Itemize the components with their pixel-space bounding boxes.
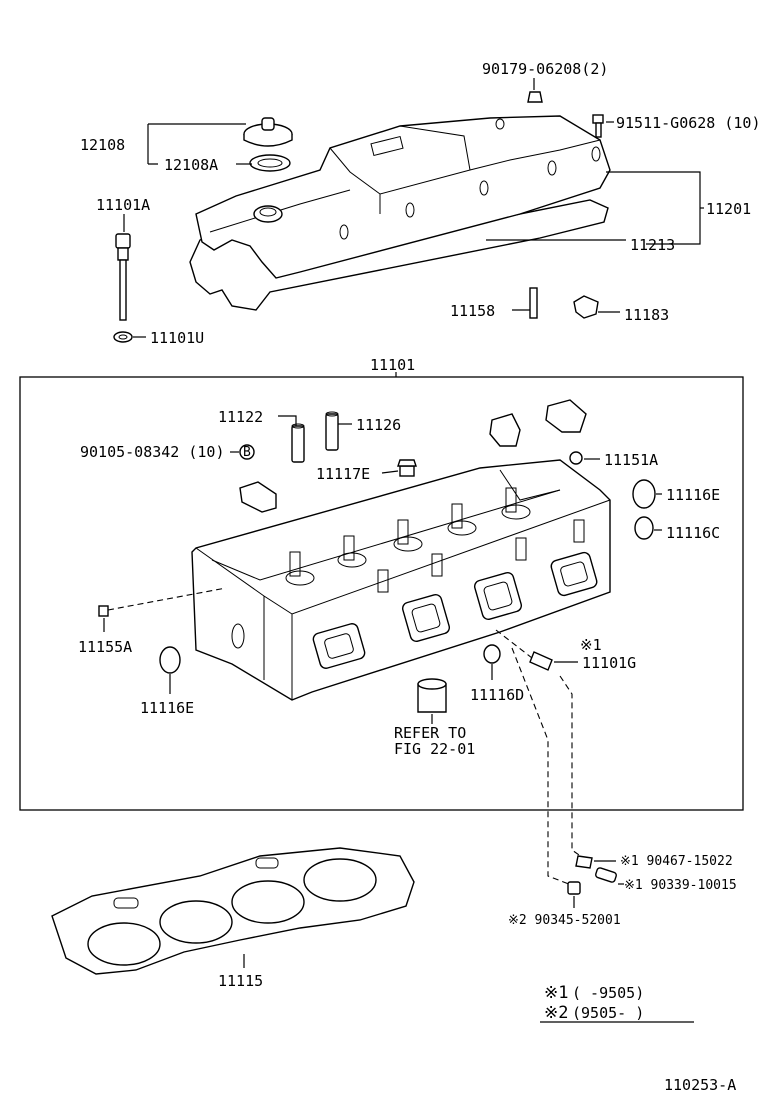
plug-11116E-right [632, 479, 656, 509]
legend-row1-range: ( -9505) [572, 984, 644, 1002]
oil-filler-cap [243, 117, 293, 172]
label-11116E-right: 11116E [666, 486, 720, 504]
label-11126: 11126 [356, 416, 401, 434]
label-90105: 90105-08342 (10) [80, 443, 225, 461]
label-12108: 12108 [80, 136, 125, 154]
label-11116C: 11116C [666, 524, 720, 542]
figure-number: 110253-A [664, 1076, 736, 1094]
clip-11183 [573, 295, 599, 319]
label-11122: 11122 [218, 408, 263, 426]
label-11115: 11115 [218, 972, 263, 990]
label-refer-line1: REFER TO [394, 724, 466, 742]
plug-11116E-left [159, 646, 181, 674]
label-mark1: ※1 [580, 636, 602, 654]
label-90467: ※1 90467-15022 [620, 854, 733, 869]
bolt-91511 [592, 114, 604, 138]
label-91511: 91511-G0628 (10) [616, 114, 760, 132]
plug-11151A [569, 451, 583, 465]
stud-11101G [529, 651, 553, 671]
bearing-cap-left [239, 481, 277, 513]
label-11155A: 11155A [78, 638, 132, 656]
legend-row2-range: (9505- ) [572, 1004, 644, 1022]
legend-row2-mark: ※2 [544, 1003, 568, 1023]
stud-11158 [529, 287, 538, 319]
label-11101U: 11101U [150, 329, 204, 347]
cylinder-head [191, 459, 611, 701]
pin-11155A [98, 605, 109, 617]
label-11183: 11183 [624, 306, 669, 324]
head-gasket [51, 847, 415, 975]
label-12108A: 12108A [164, 156, 218, 174]
plug-11117E [397, 459, 417, 477]
label-refer-line2: FIG 22-01 [394, 740, 475, 758]
leader-lines-head [103, 415, 662, 724]
label-90179: 90179-06208(2) [482, 60, 608, 78]
legend-row1-mark: ※1 [544, 983, 568, 1003]
leader-lines-top [123, 78, 704, 338]
plug-11116D [483, 644, 501, 664]
label-11116E-left: 11116E [140, 699, 194, 717]
plug-11116C [634, 516, 654, 540]
valve-guide-11126 [325, 411, 339, 451]
label-11101: 11101 [370, 356, 415, 374]
stud-bolt-11101A [113, 233, 133, 343]
label-11117E: 11117E [316, 465, 370, 483]
plug-refer-22-01 [417, 678, 447, 713]
cylinder-head-frame [19, 376, 744, 811]
bolt-90179 [527, 91, 543, 103]
label-11201: 11201 [706, 200, 751, 218]
label-11213: 11213 [630, 236, 675, 254]
label-11151A: 11151A [604, 451, 658, 469]
valve-guide-11122 [291, 423, 305, 463]
labels: 90179-06208(2) 91511-G0628 (10) 12108 12… [78, 60, 760, 1094]
valve-cover [189, 115, 611, 311]
label-90345: ※2 90345-52001 [508, 913, 621, 928]
bearing-cap-mid [489, 413, 521, 447]
label-11101A: 11101A [96, 196, 150, 214]
svg-text:B: B [243, 445, 251, 460]
label-90339: ※1 90339-10015 [624, 878, 737, 893]
bearing-cap-right [545, 399, 587, 433]
nut-90105: B [239, 444, 255, 460]
oil-line [511, 647, 624, 908]
label-11101G: 11101G [582, 654, 636, 672]
label-11158: 11158 [450, 302, 495, 320]
label-11116D: 11116D [470, 686, 524, 704]
